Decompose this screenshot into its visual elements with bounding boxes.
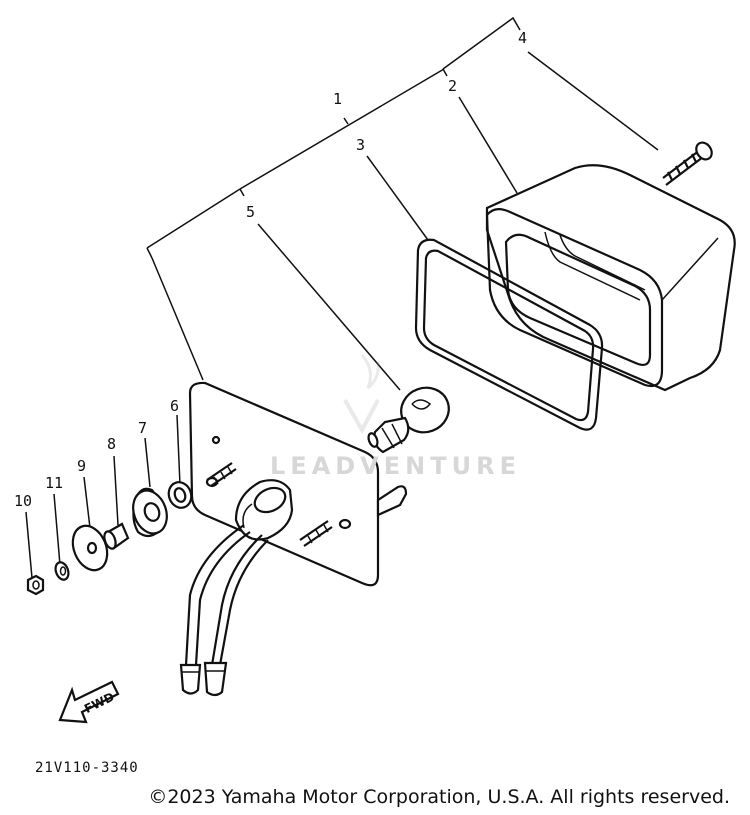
wires xyxy=(179,524,269,697)
lock-washer-part-11[interactable] xyxy=(53,560,70,581)
collar-part-8[interactable] xyxy=(102,522,130,550)
gasket-part-3[interactable] xyxy=(414,238,604,431)
callout-5[interactable]: 5 xyxy=(246,203,255,221)
callout-9[interactable]: 9 xyxy=(77,457,86,475)
nut-part-10[interactable] xyxy=(26,574,45,596)
diagram-code: 21V110-3340 xyxy=(35,760,139,776)
callout-8[interactable]: 8 xyxy=(107,435,116,453)
callout-3[interactable]: 3 xyxy=(356,136,365,154)
bulb-part-5[interactable] xyxy=(367,381,455,454)
screw-part-4[interactable] xyxy=(662,140,715,186)
lens-part-2[interactable] xyxy=(485,164,736,392)
callout-10[interactable]: 10 xyxy=(14,492,32,510)
callout-11[interactable]: 11 xyxy=(45,474,63,492)
callout-6[interactable]: 6 xyxy=(170,397,179,415)
grommet-part-7[interactable] xyxy=(127,486,172,538)
callout-2[interactable]: 2 xyxy=(448,77,457,95)
watermark-text: LEADVENTURE xyxy=(270,452,521,480)
forward-direction-arrow: FWD xyxy=(58,680,120,724)
assembly-bracket-lines xyxy=(146,16,521,259)
ring-part-6[interactable] xyxy=(165,479,195,511)
callout-1[interactable]: 1 xyxy=(333,90,342,108)
copyright-notice: ©2023 Yamaha Motor Corporation, U.S.A. A… xyxy=(148,786,730,808)
watermark-logo-icon xyxy=(343,354,380,435)
callout-4[interactable]: 4 xyxy=(518,29,527,47)
base-plate-part-1[interactable] xyxy=(188,381,408,587)
callout-7[interactable]: 7 xyxy=(138,419,147,437)
washer-part-9[interactable] xyxy=(67,521,114,576)
leader-lines xyxy=(25,51,659,579)
